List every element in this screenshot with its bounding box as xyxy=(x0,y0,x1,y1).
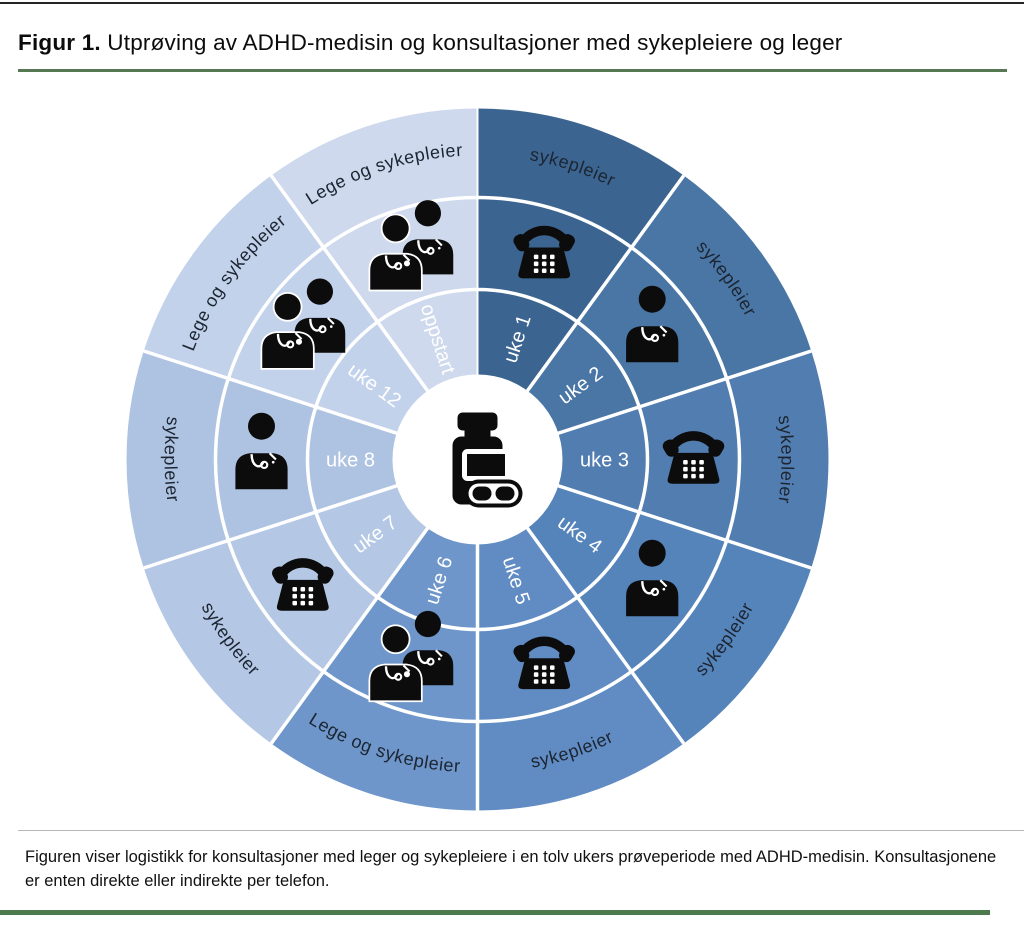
sector-uke-2 xyxy=(526,175,812,434)
sector-divider xyxy=(269,174,430,393)
sector-uke-5 xyxy=(477,527,684,811)
figure-label: Figur 1. xyxy=(18,30,101,55)
sector-divider xyxy=(525,526,686,745)
week-label-uke-3: uke 3 xyxy=(580,450,629,472)
week-label-uke-8: uke 8 xyxy=(326,450,375,472)
page-top-border xyxy=(0,2,1024,4)
sector-uke-1 xyxy=(477,108,684,392)
figure-header: Figur 1. Utprøving av ADHD-medisin og ko… xyxy=(0,0,1024,72)
sector-divider xyxy=(556,349,812,436)
sector-divider xyxy=(143,349,399,436)
role-label-uke-8: sykepleier xyxy=(161,416,183,504)
sector-divider xyxy=(525,174,686,393)
sector-divider xyxy=(143,483,399,570)
figure-title-text: Utprøving av ADHD-medisin og konsultasjo… xyxy=(100,30,843,55)
sector-divider xyxy=(269,526,430,745)
role-label-uke-3: sykepleier xyxy=(774,414,796,505)
role-label-wrap-uke-3: sykepleier xyxy=(774,414,797,505)
sector-uke-7 xyxy=(143,485,429,744)
caption-section: Figuren viser logistikk for konsultasjon… xyxy=(18,830,1024,893)
sector-oppstart xyxy=(271,108,478,392)
figure-caption: Figuren viser logistikk for konsultasjon… xyxy=(25,848,997,890)
title-rule xyxy=(18,69,1007,72)
bottom-rule xyxy=(0,910,990,915)
figure-title: Figur 1. Utprøving av ADHD-medisin og ko… xyxy=(18,30,1006,56)
role-label-wrap-uke-8: sykepleier xyxy=(161,416,184,504)
sector-divider xyxy=(556,483,812,570)
